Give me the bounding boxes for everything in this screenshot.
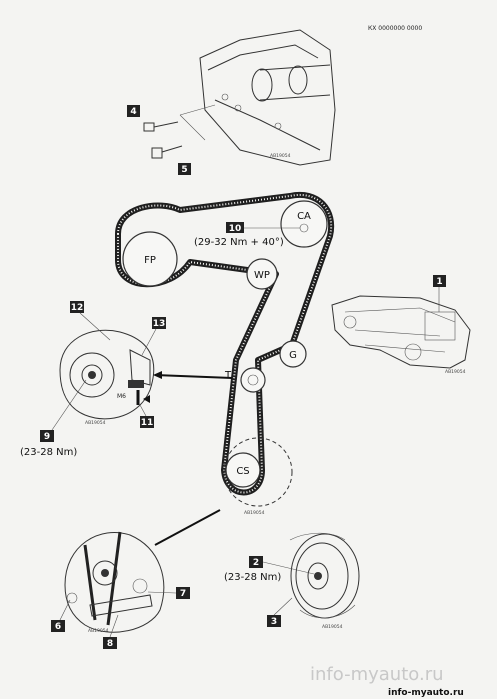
callout-7: 7	[180, 589, 186, 599]
tensioner-leader-arrow	[154, 374, 233, 379]
m6-label: M6	[117, 393, 126, 400]
callout-2: 2	[253, 558, 259, 568]
callout-2-box	[249, 556, 263, 568]
callout-12: 12	[71, 303, 84, 313]
callout-3: 3	[271, 617, 277, 627]
label-t: T	[224, 370, 232, 381]
callout-5-box	[178, 163, 191, 175]
figure-code-tensioner: AB19054	[85, 420, 106, 426]
fuel-pump-pulley	[122, 231, 178, 287]
tensioner-pulley	[240, 367, 266, 393]
label-fp: FP	[144, 255, 156, 266]
callout-6-box	[51, 620, 65, 632]
callout-13-box	[152, 317, 166, 329]
callout-1: 1	[436, 277, 442, 287]
header-text: КХ 0000000 0000	[368, 25, 422, 32]
torque-9: (23-28 Nm)	[20, 447, 77, 458]
figure-code-lower-left: AB19054	[88, 628, 109, 634]
crank-sprocket-detail-drawing	[64, 531, 165, 633]
label-g: G	[289, 350, 297, 361]
crankshaft-pulley	[225, 452, 261, 488]
callout-8-box	[103, 637, 117, 649]
crank-pulley-detail-drawing	[289, 532, 360, 619]
timing-cover-drawing	[331, 295, 471, 369]
label-ca: CA	[297, 211, 311, 222]
callout-11: 11	[141, 418, 154, 428]
torque-2: (23-28 Nm)	[224, 572, 281, 583]
bolt-4-icon	[143, 121, 179, 132]
figure-code-top: AB19054	[270, 153, 291, 159]
watermark-large: info-myauto.ru	[310, 664, 444, 685]
figure-code-crank: AB19054	[244, 510, 265, 516]
callout-5: 5	[181, 165, 187, 175]
callout-10: 10	[229, 224, 242, 234]
callout-13: 13	[153, 319, 166, 329]
callout-1-box	[433, 275, 446, 287]
callout-12-box	[70, 301, 84, 313]
bolt-5-icon	[151, 145, 183, 159]
crank-detail-leader	[154, 509, 221, 546]
callout-10-box	[226, 222, 244, 233]
crankshaft-detail-ring	[223, 437, 293, 507]
callout-8: 8	[107, 639, 113, 649]
figure-code-lower-right: AB19054	[322, 624, 343, 630]
camshaft-housing-drawing	[179, 29, 336, 166]
watermark-small: info-myauto.ru	[388, 688, 464, 698]
torque-10: (29-32 Nm + 40°)	[194, 237, 284, 248]
callout-4: 4	[130, 107, 136, 117]
callout-9-box	[40, 430, 54, 442]
callout-3-box	[267, 615, 281, 627]
callout-4-box	[127, 105, 140, 117]
label-wp: WP	[254, 270, 270, 281]
callout-11-box	[140, 416, 154, 428]
callout-6: 6	[55, 622, 61, 632]
callout-9: 9	[44, 432, 50, 442]
guide-pulley	[279, 340, 307, 368]
label-cs: CS	[236, 466, 249, 477]
tensioner-detail-drawing	[59, 329, 155, 420]
water-pump-pulley	[246, 258, 278, 290]
figure-code-cover: AB19054	[445, 369, 466, 375]
callout-7-box	[176, 587, 190, 599]
